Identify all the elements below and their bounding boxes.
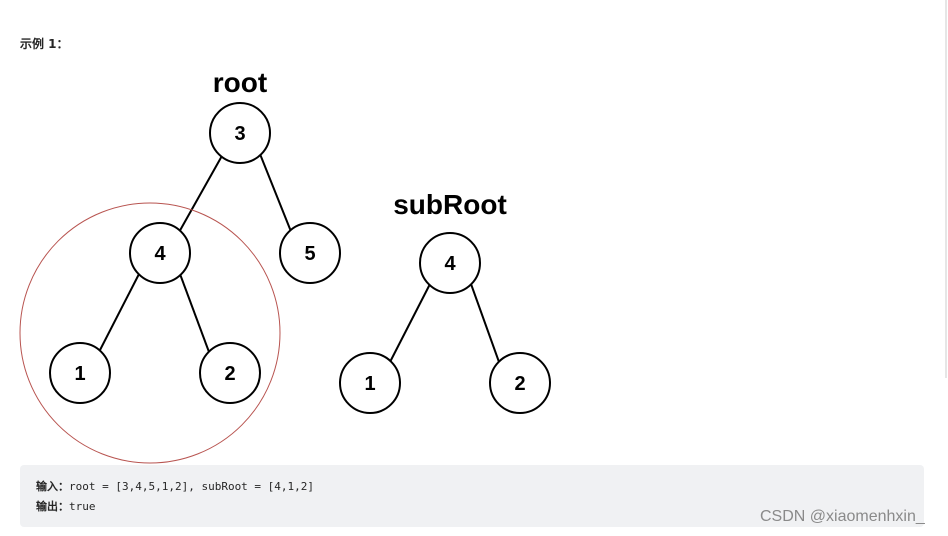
- input-value: root = [3,4,5,1,2], subRoot = [4,1,2]: [69, 480, 315, 493]
- node-value: 5: [304, 243, 315, 265]
- csdn-watermark: CSDN @xiaomenhxin_: [760, 508, 925, 525]
- node-value: 4: [154, 243, 166, 265]
- root-node-5: 5: [279, 222, 341, 284]
- input-line: 输入：root = [3,4,5,1,2], subRoot = [4,1,2]: [36, 478, 314, 494]
- subroot-node-1: 1: [339, 352, 401, 414]
- node-value: 2: [224, 363, 235, 385]
- node-value: 3: [234, 123, 245, 145]
- root-tree-title: root: [213, 67, 267, 98]
- node-value: 4: [444, 253, 456, 275]
- node-value: 1: [74, 363, 85, 385]
- root-node-2: 2: [199, 342, 261, 404]
- edge-root-3-5: [259, 153, 293, 235]
- root-node-3: 3: [209, 102, 271, 164]
- node-value: 2: [514, 373, 525, 395]
- output-label: 输出：: [36, 500, 69, 513]
- subroot-node-2: 2: [489, 352, 551, 414]
- input-label: 输入：: [36, 480, 69, 493]
- example-io-block: 输入：root = [3,4,5,1,2], subRoot = [4,1,2]…: [20, 465, 924, 527]
- edge-root-4-1: [98, 273, 140, 353]
- edge-root-3-4: [177, 153, 224, 235]
- root-node-4: 4: [129, 222, 191, 284]
- root-node-1: 1: [49, 342, 111, 404]
- subroot-tree-title: subRoot: [393, 189, 507, 220]
- edge-subroot-4-1: [389, 283, 431, 363]
- subroot-node-4: 4: [419, 232, 481, 294]
- edge-subroot-4-2: [470, 283, 500, 363]
- edge-root-4-2: [179, 273, 210, 353]
- output-value: true: [69, 500, 96, 513]
- right-divider: [945, 0, 947, 378]
- matched-subtree-highlight: [19, 202, 281, 464]
- output-line: 输出：true: [36, 498, 96, 514]
- node-value: 1: [364, 373, 375, 395]
- example-label: 示例 1：: [20, 37, 69, 51]
